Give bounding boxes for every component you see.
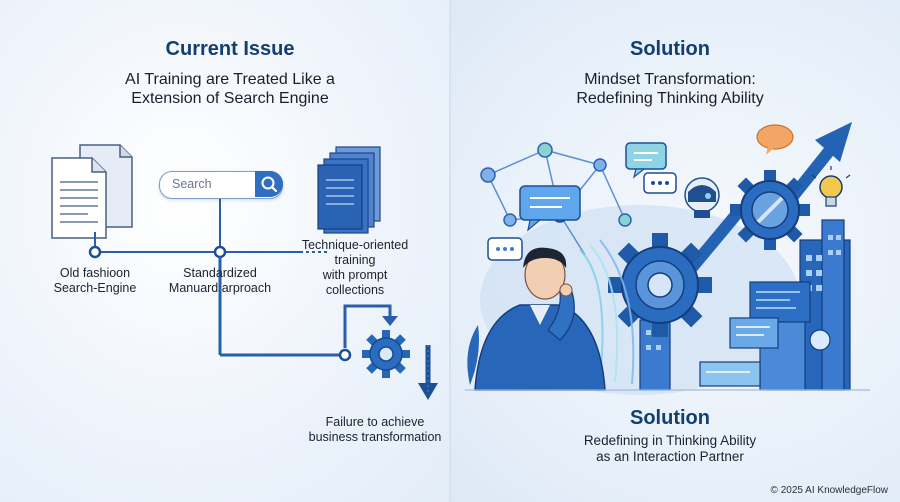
failure-label-1: Failure to achieve	[325, 415, 425, 429]
failure-label-2: business transformation	[308, 430, 442, 444]
left-subtitle-1: AI Training are Treated Like a	[125, 71, 335, 88]
node-label-standardized-1: Standardized	[183, 266, 257, 280]
right-subtitle-1: Mindset Transformation:	[584, 71, 756, 88]
left-title: Current Issue	[165, 38, 295, 60]
process-gear-icon	[362, 330, 410, 378]
node-label-technique-2: training	[334, 253, 376, 267]
node-label-technique-1: Technique-oriented	[301, 238, 409, 252]
training-documents-icon	[317, 146, 381, 234]
right-bottom-title: Solution	[630, 407, 710, 429]
node-label-technique-3: with prompt	[322, 268, 388, 282]
search-input[interactable]: Search	[159, 171, 283, 199]
node-label-old-search-2: Search-Engine	[53, 281, 137, 295]
right-bottom-line-1: Redefining in Thinking Ability	[583, 433, 757, 448]
right-subtitle-2: Redefining Thinking Ability	[576, 90, 764, 107]
current-issue-diagram	[51, 144, 438, 400]
timeline-node-3	[338, 348, 352, 362]
search-placeholder: Search	[172, 177, 212, 191]
search-button[interactable]	[255, 171, 283, 197]
timeline-node-1	[88, 245, 102, 259]
copyright-notice: © 2025 AI KnowledgeFlow	[770, 485, 888, 496]
timeline-node-2	[213, 245, 227, 259]
node-label-old-search-1: Old fashioon	[59, 266, 131, 280]
node-label-standardized-2: Manuard arproach	[168, 281, 272, 295]
right-title: Solution	[630, 38, 710, 60]
documents-icon	[51, 144, 133, 239]
right-bottom-line-2: as an Interaction Partner	[596, 449, 744, 464]
panel-divider	[449, 0, 451, 502]
node-label-technique-4: collections	[325, 283, 385, 297]
left-subtitle-2: Extension of Search Engine	[131, 90, 329, 107]
search-icon	[261, 176, 278, 193]
